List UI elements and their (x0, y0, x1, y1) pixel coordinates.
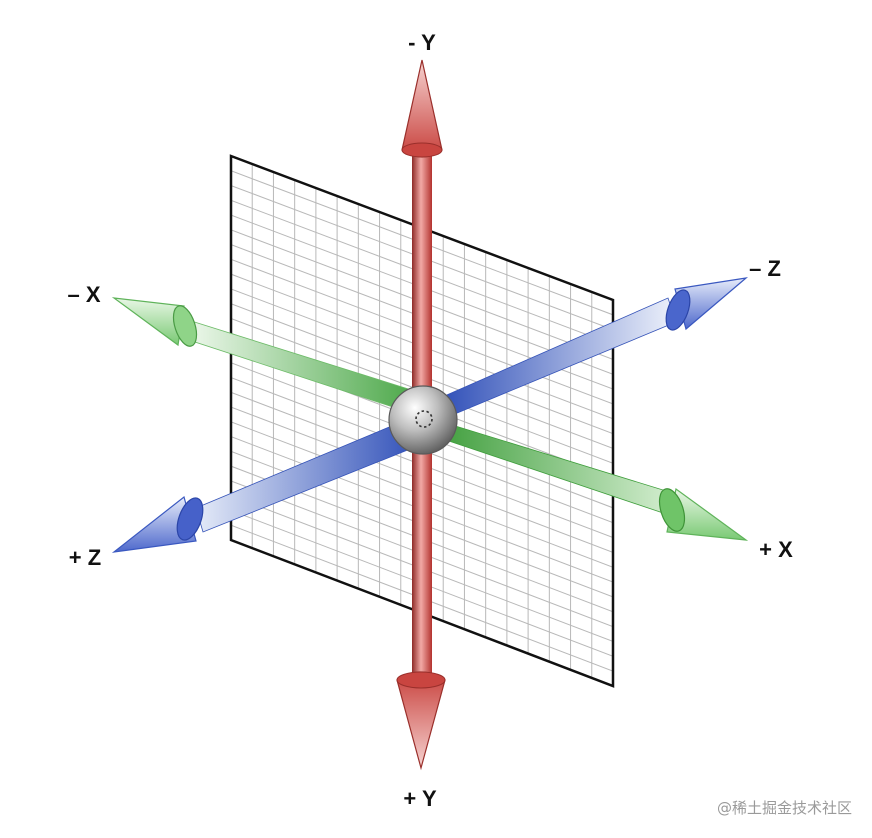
neg-y-label: - Y (408, 30, 436, 55)
z-axis (111, 277, 749, 553)
watermark-text: @稀土掘金技术社区 (717, 799, 852, 817)
pos-z-arrowhead-icon (111, 495, 204, 553)
pos-y-arrowhead-icon (396, 671, 446, 771)
pos-x-arrowhead-icon (658, 487, 749, 541)
pos-z-label: + Z (69, 545, 101, 570)
neg-x-label: – X (67, 282, 100, 307)
pos-x-label: + X (759, 537, 793, 562)
neg-x-arrowhead-icon (111, 297, 198, 347)
neg-y-arrowhead-icon (401, 59, 443, 158)
x-axis (111, 297, 749, 541)
plane-border (229, 154, 615, 688)
neg-z-arrowhead-icon (665, 277, 749, 331)
origin-sphere-icon (388, 385, 458, 455)
pos-y-label: + Y (403, 786, 437, 811)
neg-z-label: – Z (749, 256, 781, 281)
